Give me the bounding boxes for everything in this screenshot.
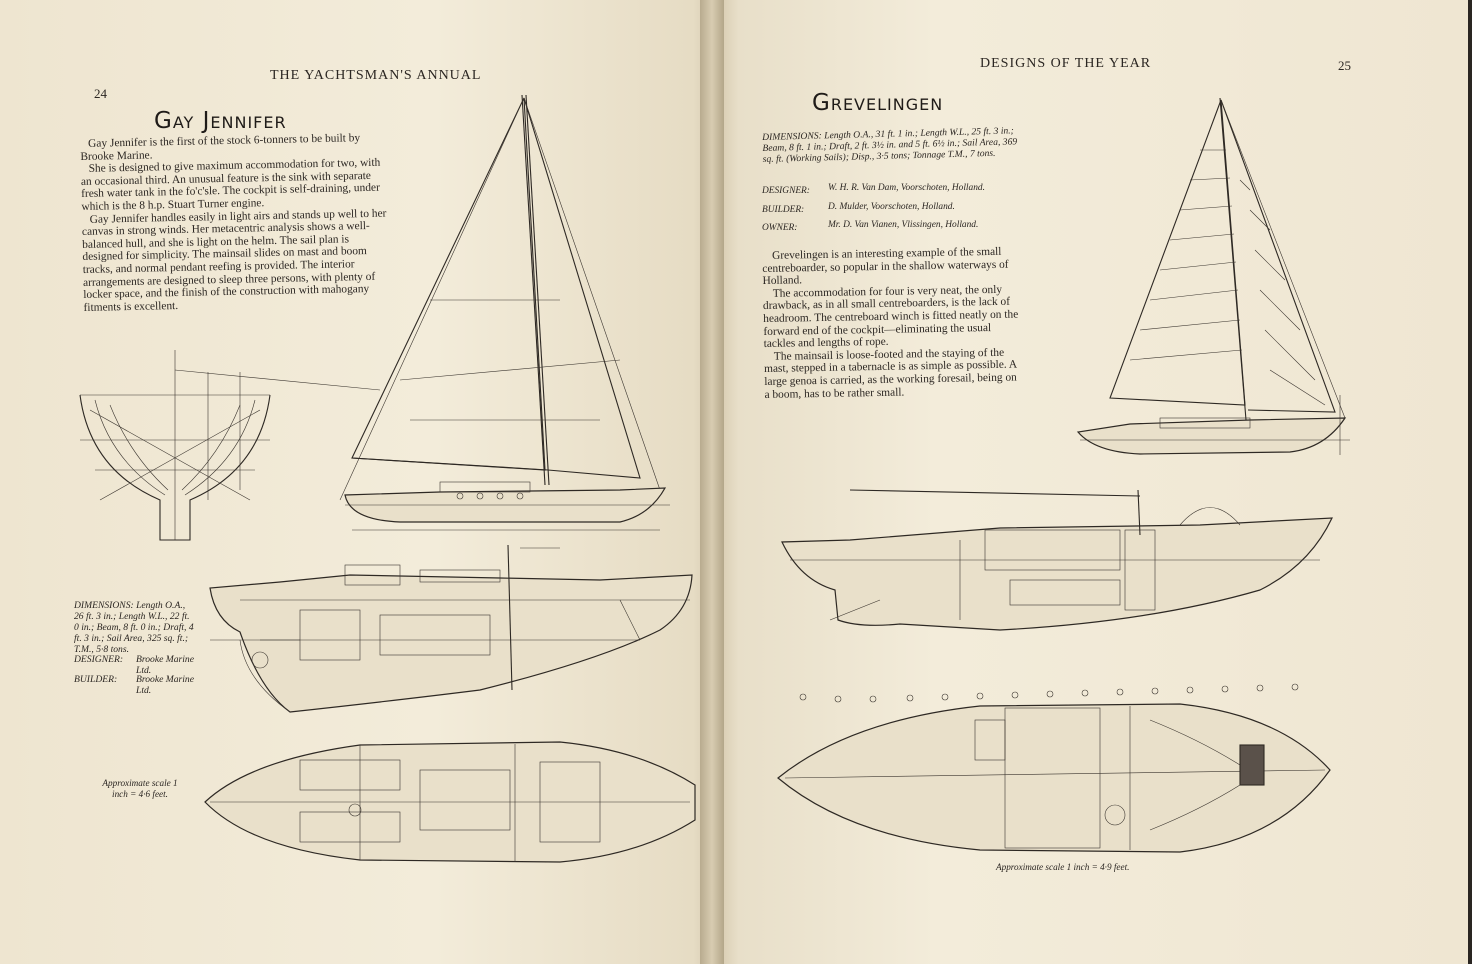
grevelingen-title: Grevelingen bbox=[812, 90, 944, 116]
gay-jennifer-title: Gay Jennifer bbox=[154, 108, 287, 134]
left-running-head: THE YACHTSMAN'S ANNUAL bbox=[270, 68, 482, 83]
grevelingen-owner-label: OWNER: bbox=[762, 223, 798, 233]
gay-jennifer-profile-section bbox=[209, 544, 693, 713]
grevelingen-paragraph-3: The mainsail is loose-footed and the sta… bbox=[763, 346, 1017, 401]
gay-jennifer-body-plan bbox=[79, 350, 381, 541]
gay-jennifer-paragraph-2: She is designed to give maximum accommod… bbox=[80, 156, 381, 213]
grevelingen-paragraph-2: The accommodation for four is very neat,… bbox=[762, 283, 1019, 351]
grevelingen-profile-section bbox=[781, 489, 1333, 631]
grevelingen-designer-label: DESIGNER: bbox=[762, 186, 810, 196]
gay-jennifer-designer: Brooke Marine Ltd. bbox=[136, 654, 194, 676]
grevelingen-paragraph-1: Grevelingen is an interesting example of… bbox=[762, 245, 1009, 288]
grevelingen-designer: W. H. R. Van Dam, Voorschoten, Holland. bbox=[828, 183, 985, 193]
right-running-head: DESIGNS OF THE YEAR bbox=[980, 56, 1152, 71]
gay-jennifer-sail-plan bbox=[339, 94, 670, 531]
grevelingen-sail-plan bbox=[1076, 97, 1350, 455]
gay-jennifer-scale-caption: Approximate scale 1 inch = 4·6 feet. bbox=[102, 778, 178, 799]
grevelingen-builder-label: BUILDER: bbox=[762, 205, 805, 215]
grevelingen-deck-plan bbox=[777, 683, 1331, 853]
gay-jennifer-builder-label: BUILDER: bbox=[74, 674, 118, 685]
gay-jennifer-dimensions: DIMENSIONS: Length O.A., 26 ft. 3 in.; L… bbox=[74, 600, 194, 655]
gay-jennifer-builder: Brooke Marine Ltd. bbox=[136, 674, 194, 696]
left-page-number: 24 bbox=[94, 86, 107, 101]
grevelingen-owner: Mr. D. Van Vianen, Vlissingen, Holland. bbox=[828, 220, 979, 230]
book-gutter bbox=[700, 0, 724, 964]
grevelingen-builder: D. Mulder, Voorschoten, Holland. bbox=[828, 202, 955, 212]
gay-jennifer-article: Gay Jennifer is the first of the stock 6… bbox=[80, 132, 394, 315]
right-page-number: 25 bbox=[1338, 58, 1351, 73]
grevelingen-scale-caption: Approximate scale 1 inch = 4·9 feet. bbox=[996, 862, 1130, 872]
gay-jennifer-paragraph-3: Gay Jennifer handles easily in light air… bbox=[81, 207, 387, 314]
gay-jennifer-deck-plan bbox=[204, 741, 696, 863]
grevelingen-dimensions: DIMENSIONS: Length O.A., 31 ft. 1 in.; L… bbox=[762, 125, 1018, 165]
gay-jennifer-designer-label: DESIGNER: bbox=[74, 654, 124, 665]
grevelingen-article: Grevelingen is an interesting example of… bbox=[762, 246, 1021, 402]
